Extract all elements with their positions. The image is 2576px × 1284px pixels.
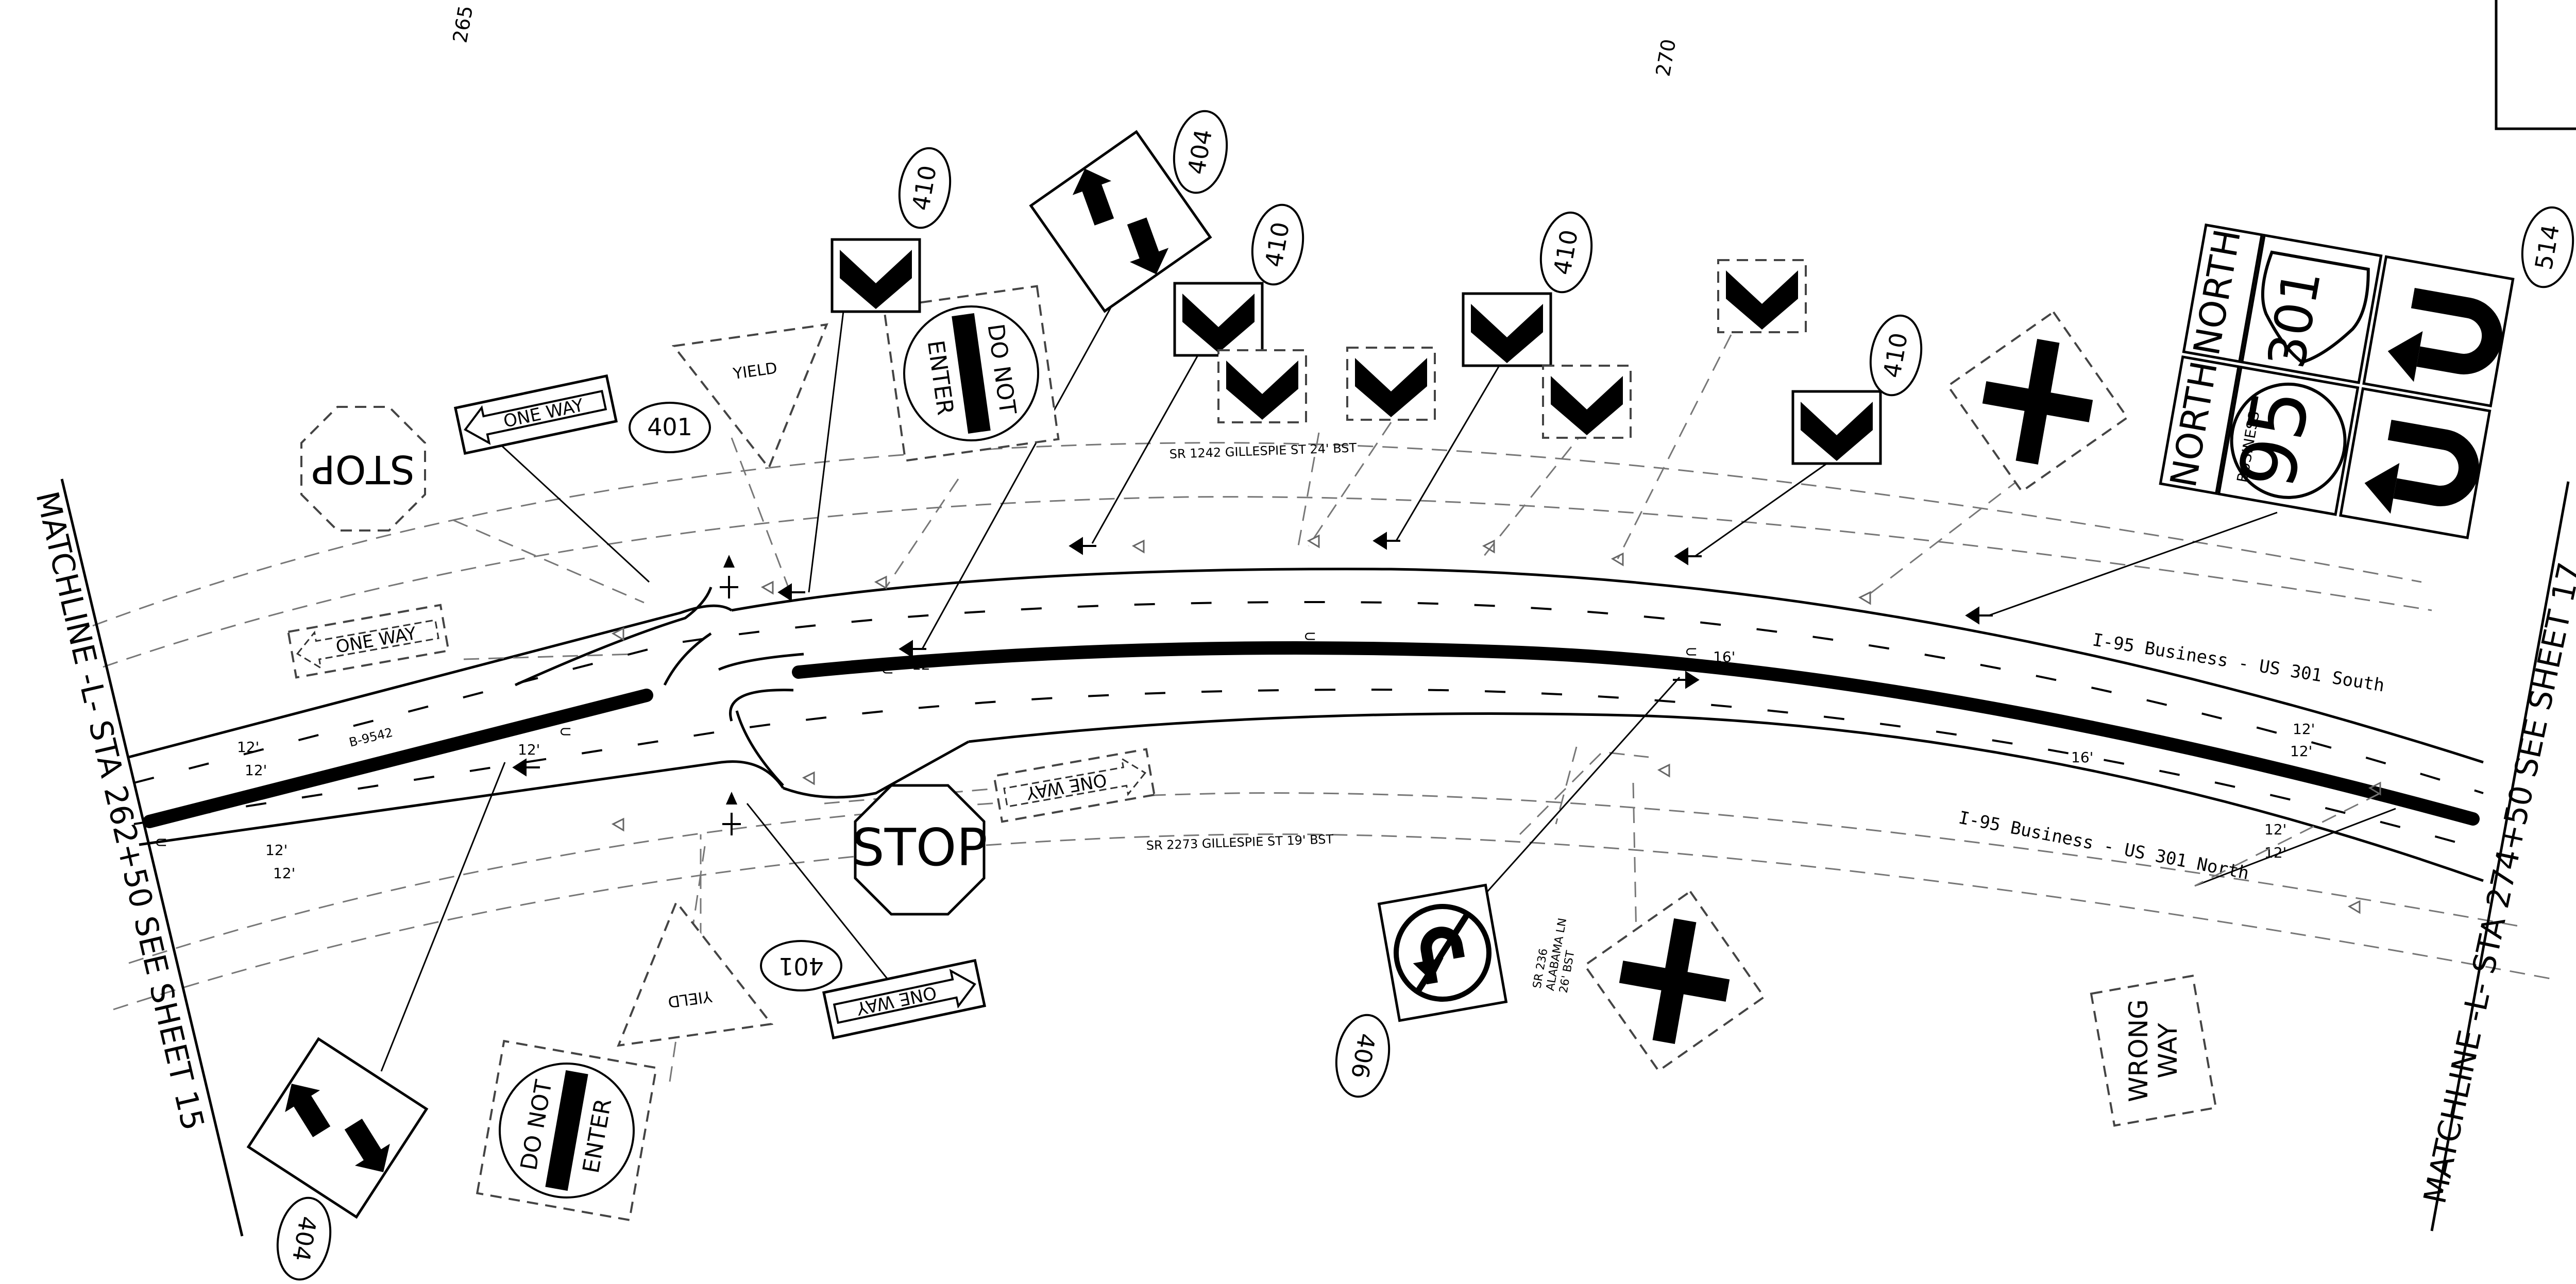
u-turn-arrow-icon — [2387, 420, 2479, 506]
north-panel-lower — [2159, 355, 2240, 495]
wrong-way-sign: WRONG WAY — [2090, 974, 2217, 1127]
matchline-right-label: MATCHLINE -L- STA 274+50 SEE SHEET 17 — [2417, 559, 2576, 1207]
chevron-sign — [1217, 349, 1307, 423]
road-label-south: I-95 Business - US 301 South — [2091, 629, 2386, 696]
yield-sign-lower: YIELD — [617, 900, 774, 1047]
no-u-turn-sign — [1377, 883, 1508, 1022]
title-block-corner — [2495, 0, 2576, 130]
callout-code: 401 — [778, 952, 824, 980]
stop-sign-label: STOP — [852, 817, 988, 878]
route-95-label: 95 — [2223, 382, 2328, 494]
width-label: 16' — [2071, 749, 2093, 766]
ghost-sign-posts — [611, 534, 2381, 914]
lane-width-labels: 12' 12' 12' 12' 12' 12' 16' 16' 12' 12' … — [237, 648, 2315, 882]
chevron-sign — [831, 238, 921, 313]
callout-404-lower: 404 — [276, 1196, 332, 1281]
callout-514: 514 — [2521, 206, 2574, 288]
one-way-sign-ghost-right: ONE WAY — [993, 748, 1156, 823]
route-assembly: NORTH 301 NORTH BUSINESS 95 — [2159, 223, 2515, 540]
callout-410-d: 410 — [1869, 314, 1923, 397]
u-turn-marking: ⊂ — [1303, 627, 1316, 645]
width-label: 16' — [1713, 648, 1735, 665]
u-turn-marking: ⊂ — [1685, 643, 1698, 661]
width-label: 12' — [265, 842, 287, 859]
u-turn-marking: ⊂ — [881, 661, 894, 679]
width-label: 12' — [2293, 721, 2315, 738]
u-turn-arrow-icon — [2411, 287, 2503, 374]
u-turn-marking: ⊂ — [155, 833, 167, 851]
sign-post-symbols — [512, 532, 1993, 835]
callout-406: 406 — [1335, 1014, 1391, 1098]
business-loop-shield-icon — [2230, 382, 2347, 499]
roadway — [128, 568, 2484, 882]
width-label: 12' — [245, 762, 267, 779]
one-way-sign-401-upper: ONE WAY — [453, 374, 618, 455]
yield-sign-upper: YIELD — [671, 323, 828, 470]
chevron-sign — [1462, 292, 1552, 367]
right-of-way-lines — [92, 442, 2551, 1041]
one-way-sign-ghost-left: ONE WAY — [287, 604, 450, 679]
callout-401-lower: 401 — [760, 940, 842, 991]
crossroad-sign-lower — [1583, 890, 1766, 1072]
chevron-sign — [1542, 365, 1632, 439]
callout-code: 401 — [647, 413, 692, 441]
matchline-right: MATCHLINE -L- STA 274+50 SEE SHEET 17 — [2417, 481, 2576, 1231]
do-not-enter-sign-lower: DO NOT ENTER — [476, 1039, 658, 1222]
way-label: WAY — [2153, 1023, 2183, 1078]
project-number: B-9542 — [348, 725, 394, 750]
leader-lines — [380, 298, 2396, 1082]
callout-404-upper: 404 — [1173, 110, 1228, 194]
callout-410-a: 410 — [898, 147, 952, 229]
matchline-left: MATCHLINE -L- STA 262+50 SEE SHEET 15 — [28, 478, 244, 1237]
double-arrow-sign-upper — [1029, 130, 1212, 313]
width-label: 12' — [518, 741, 540, 758]
callout-410-c: 410 — [1539, 211, 1593, 294]
double-arrow-sign-lower — [246, 1037, 429, 1219]
width-label: 12' — [912, 656, 934, 673]
chevron-sign — [1173, 282, 1264, 357]
width-label: 12' — [273, 865, 295, 882]
north-panel — [2182, 223, 2264, 363]
chevron-sign — [1346, 347, 1436, 421]
station-270-label: 270 — [1652, 37, 1681, 78]
width-label: 12' — [237, 739, 259, 756]
callout-401-upper: 401 — [629, 402, 711, 453]
wrong-label: WRONG — [2124, 999, 2154, 1102]
u-turn-marking: ⊂ — [559, 723, 572, 741]
road-label-alabama: SR 236 ALABAMA LN 26' BST — [1531, 917, 1577, 994]
stop-sign-label: STOP — [312, 447, 415, 492]
width-label: 12' — [2264, 821, 2286, 838]
chevron-sign — [1791, 390, 1882, 465]
sign-code-callouts: 401 401 404 404 406 410 410 410 — [276, 110, 2574, 1281]
one-way-sign-401-lower: ONE WAY — [822, 958, 987, 1040]
chevron-sign — [1717, 259, 1807, 333]
do-not-enter-sign-upper: DO NOT ENTER — [883, 285, 1060, 462]
callout-410-b: 410 — [1251, 203, 1304, 286]
station-265-label: 265 — [449, 4, 478, 44]
us-route-shield-icon — [2261, 250, 2370, 364]
pavement-markings: ⊂ ⊂ ⊂ ⊂ ⊂ — [155, 627, 1698, 851]
road-label-gillespie-24: SR 1242 GILLESPIE ST 24' BST — [1169, 440, 1357, 461]
width-label: 12' — [2290, 743, 2312, 760]
stop-sign-upper: STOP — [300, 406, 426, 532]
crossroad-sign-upper — [1946, 311, 2129, 493]
stop-sign-lower: STOP — [852, 784, 988, 916]
